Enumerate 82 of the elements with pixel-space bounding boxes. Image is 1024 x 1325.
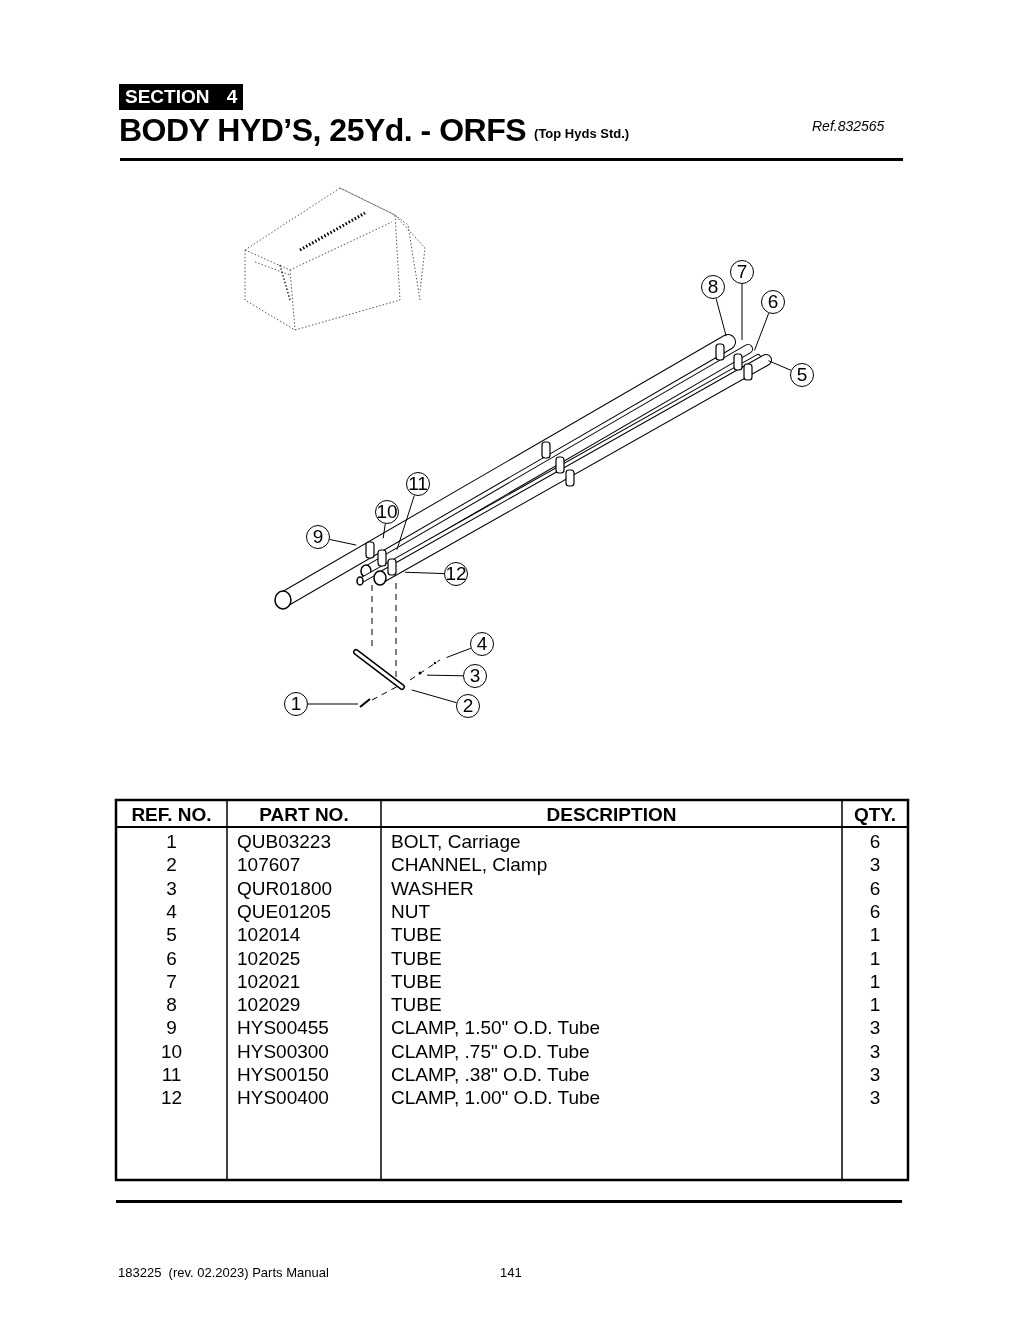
callout-number: 12 — [444, 562, 468, 586]
table-cell-text: 8 — [165, 993, 178, 1017]
table-cell: 102021 — [237, 969, 301, 993]
leader-line — [329, 539, 357, 546]
table-cell-text: 12 — [159, 1086, 184, 1110]
table-cell: NUT — [391, 899, 431, 923]
table-cell-text: 3 — [165, 876, 178, 900]
table-cell: CHANNEL, Clamp — [391, 853, 548, 877]
table-cell-text: 3 — [868, 853, 882, 877]
table-cell-text: 1 — [165, 830, 178, 853]
table-cell: TUBE — [391, 923, 442, 947]
subtitle-note: (Top Hyds Std.) — [534, 126, 630, 141]
table-cell-text: 3 — [868, 1039, 882, 1063]
callout-number: 5 — [790, 363, 814, 387]
table-cell: HYS00455 — [237, 1016, 329, 1040]
table-cell-text: 10 — [159, 1039, 184, 1063]
column-header: DESCRIPTION — [545, 803, 678, 826]
table-cell: HYS00300 — [237, 1039, 329, 1063]
table-cell: QUR01800 — [237, 876, 333, 900]
callout-number: 10 — [375, 500, 399, 524]
callout-number: 9 — [306, 525, 330, 549]
leader-line — [382, 523, 386, 539]
callout-number: 4 — [470, 632, 494, 656]
table-cell-text: 9 — [165, 1016, 178, 1040]
callout-number: 8 — [701, 275, 725, 299]
table-cell-text: 11 — [160, 1063, 183, 1086]
reference-number: Ref.832565 — [812, 118, 885, 134]
table-cell: 102014 — [237, 923, 301, 947]
table-cell-text: 3 — [868, 1086, 882, 1110]
table-cell: CLAMP, 1.50" O.D. Tube — [391, 1016, 601, 1040]
leader-line — [426, 674, 464, 677]
footer-text: 183225 (rev. 02.2023) Parts Manual — [118, 1265, 329, 1280]
page-number: 141 — [500, 1265, 522, 1280]
callout-number: 7 — [730, 260, 754, 284]
section-tag: SECTION 4 — [119, 84, 244, 110]
table-cell: TUBE — [391, 946, 442, 970]
table-cell: TUBE — [391, 993, 442, 1017]
table-cell: HYS00150 — [237, 1063, 329, 1086]
table-cell-text: 6 — [868, 830, 882, 853]
page-title: BODY HYD’S, 25Yd. - ORFS — [119, 112, 527, 149]
table-cell-text: 1 — [868, 946, 882, 970]
table-cell-text: 6 — [868, 876, 882, 900]
callout-number: 2 — [456, 694, 480, 718]
table-cell: QUB03223 — [237, 830, 331, 853]
table-cell-text: 4 — [165, 899, 178, 923]
table-cell: 107607 — [237, 853, 301, 877]
leader-line — [411, 689, 457, 704]
table-cell-text: 1 — [868, 969, 882, 993]
leader-line — [446, 647, 472, 658]
leader-line — [404, 571, 445, 575]
table-cell: HYS00400 — [237, 1086, 329, 1110]
table-cell-text: 6 — [165, 946, 178, 970]
callout-number: 1 — [284, 692, 308, 716]
leader-line — [754, 312, 770, 351]
table-cell-text: 6 — [868, 899, 882, 923]
column-header: QTY. — [852, 803, 898, 826]
table-cell: TUBE — [391, 969, 442, 993]
table-cell: 102025 — [237, 946, 301, 970]
table-cell: BOLT, Carriage — [391, 830, 521, 853]
table-cell-text: 2 — [165, 853, 178, 877]
callout-number: 3 — [463, 664, 487, 688]
table-cell-text: 7 — [165, 969, 178, 993]
table-cell: 102029 — [237, 993, 301, 1017]
column-header: REF. NO. — [130, 803, 213, 826]
table-cell: CLAMP, .75" O.D. Tube — [391, 1039, 590, 1063]
table-cell-text: 1 — [868, 923, 882, 947]
table-cell: CLAMP, .38" O.D. Tube — [391, 1063, 590, 1086]
table-cell: CLAMP, 1.00" O.D. Tube — [391, 1086, 601, 1110]
table-cell-text: 5 — [165, 923, 178, 947]
callout-number: 11 — [406, 472, 430, 496]
column-header: PART NO. — [258, 803, 350, 826]
leader-line — [307, 703, 359, 705]
table-cell: QUE01205 — [237, 899, 331, 923]
leader-line — [396, 494, 415, 551]
leader-line — [715, 298, 727, 337]
table-cell-text: 1 — [868, 993, 882, 1017]
callout-number: 6 — [761, 290, 785, 314]
table-cell-text: 3 — [868, 1016, 882, 1040]
table-cell: WASHER — [391, 876, 474, 900]
table-cell-text: 3 — [868, 1063, 882, 1086]
leader-line — [767, 360, 792, 371]
leader-line — [741, 283, 743, 341]
